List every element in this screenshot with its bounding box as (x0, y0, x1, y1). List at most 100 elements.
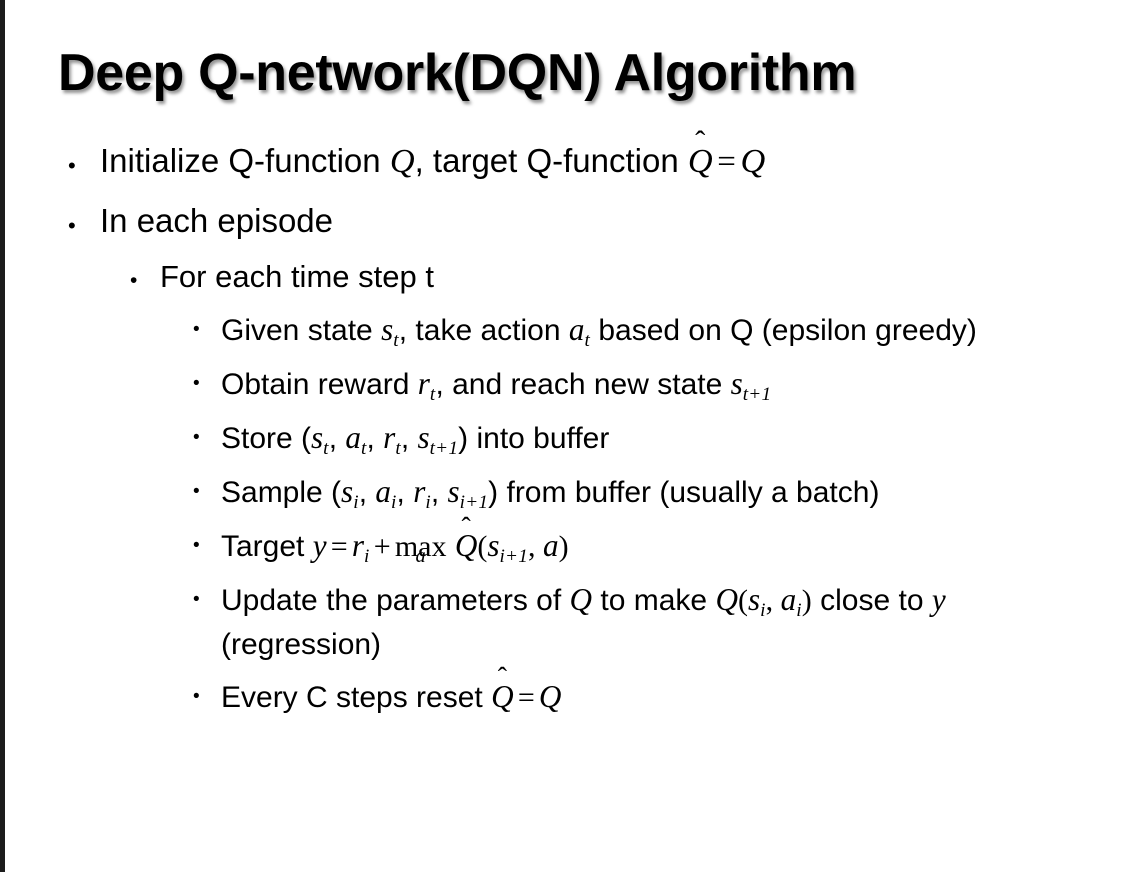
bullet-dot-icon: • (130, 269, 138, 293)
slide-body: • Initialize Q-function Q, target Q-func… (0, 140, 1124, 727)
math-var-s: s (381, 312, 394, 348)
text-fragment: , (400, 422, 418, 456)
bullet-reset-target-network: • Every C steps reset ̂Q=Q (0, 675, 1124, 720)
text-fragment: , (366, 422, 384, 456)
math-var-a: a (375, 474, 391, 510)
max-label: max (394, 530, 447, 564)
math-subscript: t (395, 437, 401, 459)
math-subscript: i+1 (459, 492, 489, 513)
math-equals: = (717, 144, 736, 180)
bullet-text: Initialize Q-function Q, target Q-functi… (100, 140, 1124, 184)
math-subscript: i (390, 492, 397, 513)
math-var-q: Q (491, 678, 514, 714)
bullet-update-parameters: • Update the parameters of Q to make Q(s… (0, 578, 1124, 667)
bullet-dot-icon: • (68, 212, 76, 238)
text-fragment: (regression) (221, 628, 382, 662)
math-var-s: s (417, 420, 430, 456)
math-paren-open: ( (737, 584, 748, 618)
math-equals: = (330, 530, 348, 564)
math-comma: , (765, 584, 781, 618)
math-subscript: t+1 (429, 437, 459, 459)
bullet-dot-icon: • (193, 427, 200, 449)
math-var-q: Q (538, 678, 562, 714)
math-subscript: i (425, 492, 431, 513)
text-fragment: ) from buffer (usually a batch) (488, 476, 880, 510)
math-var-a: a (780, 582, 797, 618)
bullet-text: Target y=ri+maxâQ(si+1, a) (221, 524, 1124, 570)
math-plus: + (373, 530, 391, 564)
math-var-q: Q (687, 142, 713, 180)
text-fragment: , (396, 476, 414, 510)
bullet-dot-icon: • (193, 481, 200, 503)
math-var-s: s (447, 474, 460, 510)
math-subscript: t+1 (743, 384, 771, 405)
subscript-text: t+1 (742, 383, 772, 405)
math-var-q-hat: ̂Q (491, 675, 514, 720)
math-subscript: t (584, 329, 590, 351)
bullet-given-state: • Given state st, take action at based o… (0, 308, 1124, 354)
math-var-s: s (730, 366, 743, 402)
bullet-text: Sample (si, ai, ri, si+1) from buffer (u… (221, 470, 1124, 516)
text-fragment: close to (811, 584, 932, 618)
text-fragment: Given state (221, 314, 382, 348)
bullet-dot-icon: • (193, 319, 200, 341)
bullet-sample-batch: • Sample (si, ai, ri, si+1) from buffer … (0, 470, 1124, 516)
math-paren-open: ( (477, 530, 488, 564)
math-var-q: Q (454, 528, 478, 564)
text-fragment: based on Q (epsilon greedy) (589, 314, 977, 348)
math-comma: , (528, 530, 544, 564)
math-var-q: Q (389, 142, 415, 180)
bullet-text: Given state st, take action at based on … (221, 308, 1124, 354)
math-subscript: i (364, 546, 370, 568)
text-fragment: Every C steps reset (221, 680, 492, 714)
max-underscript: a (415, 544, 426, 567)
math-subscript: i+1 (499, 546, 529, 568)
bullet-dot-icon: • (193, 373, 200, 395)
math-var-y: y (312, 528, 327, 564)
math-var-s: s (311, 420, 324, 456)
math-var-a: a (543, 528, 559, 564)
text-fragment: Update the parameters of (221, 584, 570, 618)
text-fragment: Target (221, 530, 313, 564)
text-fragment: , take action (398, 314, 569, 348)
math-var-r: r (413, 474, 426, 510)
bullet-dot-icon: • (68, 153, 76, 178)
math-var-q-hat: ̂Q (688, 140, 713, 183)
bullet-in-each-episode: • In each episode (0, 200, 1124, 242)
math-var-q: Q (715, 582, 738, 618)
page-title: Deep Q-network(DQN) Algorithm (58, 44, 857, 102)
math-paren-close: ) (558, 530, 569, 564)
math-var-a: a (568, 312, 585, 348)
bullet-initialize-q: • Initialize Q-function Q, target Q-func… (0, 140, 1124, 184)
bullet-text: In each episode (100, 201, 334, 239)
math-paren-close: ) (801, 584, 812, 618)
bullet-text: Obtain reward rt, and reach new state st… (221, 362, 1124, 408)
math-var-a: a (345, 420, 361, 456)
math-var-s: s (747, 582, 761, 618)
math-var-q: Q (740, 142, 766, 180)
text-fragment: Obtain reward (221, 368, 418, 402)
math-subscript: t (360, 437, 367, 459)
text-fragment: , (430, 476, 448, 510)
math-var-r: r (351, 528, 364, 564)
text-fragment: ) into buffer (458, 422, 610, 456)
math-subscript: t (323, 437, 329, 459)
slide-left-edge-band (0, 0, 5, 872)
text-fragment: Sample ( (221, 476, 342, 510)
bullet-obtain-reward: • Obtain reward rt, and reach new state … (0, 362, 1124, 408)
text-fragment: , target Q-function (414, 142, 688, 179)
math-subscript: i (760, 600, 766, 622)
math-equals: = (517, 680, 535, 714)
bullet-dot-icon: • (193, 535, 200, 557)
math-var-s: s (341, 474, 354, 510)
text-fragment: , (358, 476, 376, 510)
math-var-q: Q (569, 582, 593, 618)
math-subscript: t (393, 329, 399, 351)
bullet-store-transition: • Store (st, at, rt, st+1) into buffer (0, 416, 1124, 462)
math-var-r: r (383, 420, 396, 456)
bullet-target-equation: • Target y=ri+maxâQ(si+1, a) (0, 524, 1124, 570)
math-var-q-hat: ̂Q (455, 524, 478, 569)
bullet-for-each-time-step: • For each time step t (0, 257, 1124, 296)
text-fragment: , (328, 422, 346, 456)
